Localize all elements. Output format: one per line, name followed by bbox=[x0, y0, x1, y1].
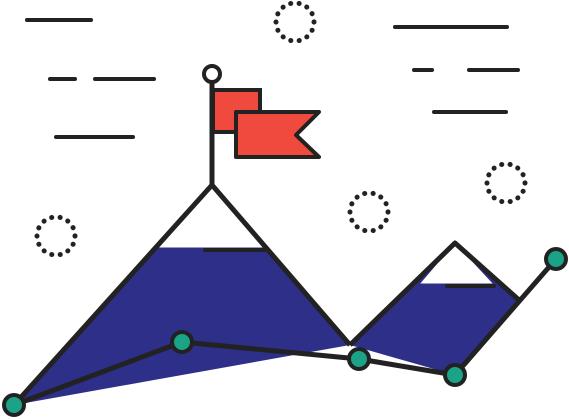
big-mountain bbox=[12, 182, 352, 407]
dash-lines-left bbox=[25, 18, 156, 139]
mountain-outline bbox=[348, 240, 521, 347]
flag-icon bbox=[202, 64, 321, 188]
small-mountain bbox=[348, 240, 521, 375]
dotted-circles bbox=[34, 0, 528, 258]
flag-front bbox=[234, 110, 321, 159]
snow-cap bbox=[419, 243, 494, 285]
path-node-icon bbox=[443, 363, 467, 387]
path-node-icon bbox=[544, 247, 568, 271]
path-node-icon bbox=[170, 330, 194, 354]
path-node-icon bbox=[2, 393, 26, 417]
snow-cap bbox=[155, 185, 268, 250]
flag-pole-top bbox=[202, 64, 222, 84]
dash-lines-right bbox=[393, 25, 520, 114]
dotted-circle-icon bbox=[484, 161, 528, 205]
dotted-circle-icon bbox=[347, 190, 391, 234]
path-node-icon bbox=[347, 347, 371, 371]
dotted-circle-icon bbox=[273, 0, 317, 44]
path-nodes bbox=[2, 247, 568, 417]
dotted-circle-icon bbox=[34, 214, 78, 258]
